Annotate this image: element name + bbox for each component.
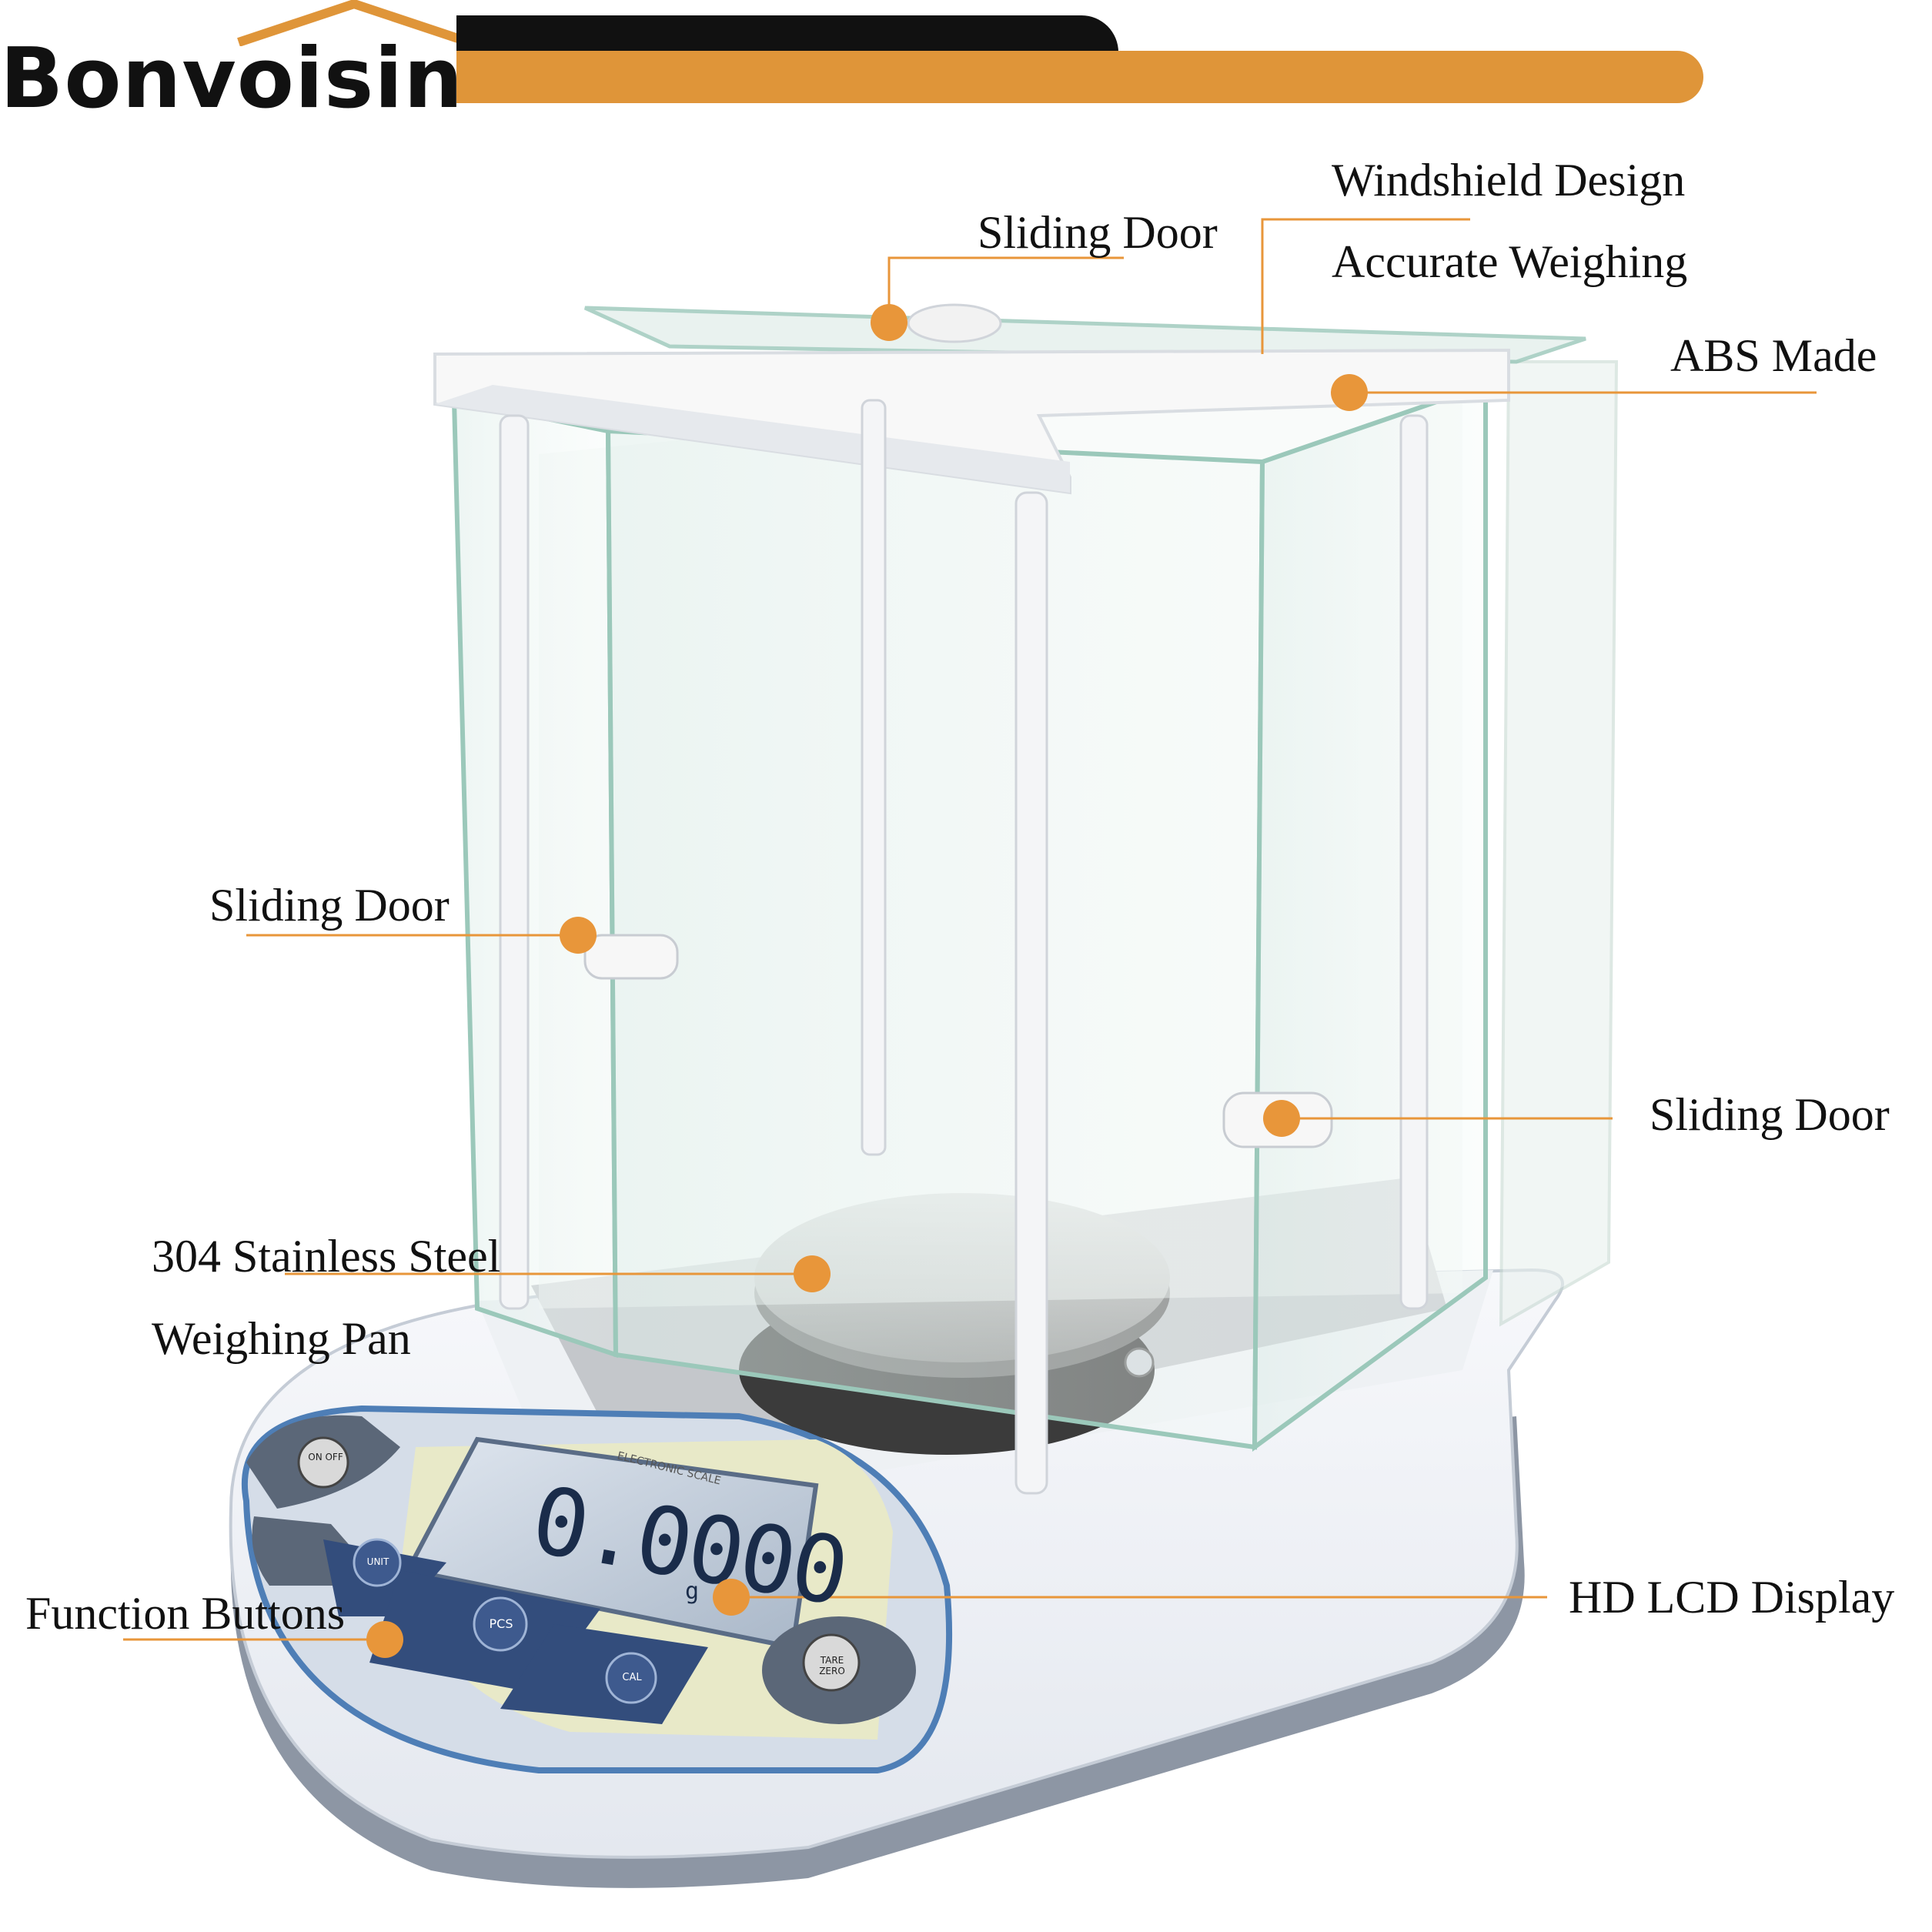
header-bar-dark [456, 15, 1118, 52]
callout-dot-pan [794, 1255, 831, 1292]
glass-front [605, 428, 1265, 1450]
callout-function-buttons: Function Buttons [25, 1588, 346, 1639]
glass-top [583, 306, 1586, 364]
brand-logo: Bonvoisin [0, 31, 464, 127]
tare-zero-button[interactable]: TARE ZERO [819, 1655, 845, 1676]
lcd-unit: g [685, 1578, 700, 1605]
unit-button[interactable]: UNIT [366, 1556, 389, 1567]
callout-abs-made: ABS Made [1670, 330, 1877, 381]
callout-accurate-weighing: Accurate Weighing [1332, 236, 1688, 287]
callout-steel-line2: Weighing Pan [152, 1313, 411, 1364]
glass-door-left [451, 397, 619, 1359]
callout-dot-lcd [713, 1579, 750, 1616]
callout-windshield-design: Windshield Design [1332, 155, 1686, 206]
roof-logo-icon [237, 0, 471, 46]
leader-lines [123, 218, 1817, 1641]
callout-sliding-door-left: Sliding Door [209, 880, 450, 931]
callout-dot-buttons [366, 1621, 403, 1658]
on-off-button[interactable]: ON OFF [308, 1452, 343, 1462]
callout-dot-abs [1331, 374, 1368, 411]
callout-dot-right-door [1263, 1100, 1300, 1137]
header-bar-orange [456, 51, 1703, 103]
callout-lcd-display: HD LCD Display [1569, 1572, 1895, 1623]
callout-dot-left-door [560, 917, 597, 954]
callout-steel-line1: 304 Stainless Steel [152, 1231, 501, 1282]
cal-button[interactable]: CAL [622, 1672, 642, 1683]
abs-frame [433, 303, 1510, 1495]
callout-sliding-door-top: Sliding Door [978, 207, 1218, 258]
pcs-button[interactable]: PCS [489, 1616, 513, 1631]
glass-door-right [1252, 381, 1488, 1452]
callout-sliding-door-right: Sliding Door [1650, 1089, 1890, 1140]
callout-dot-top-door [871, 304, 908, 341]
